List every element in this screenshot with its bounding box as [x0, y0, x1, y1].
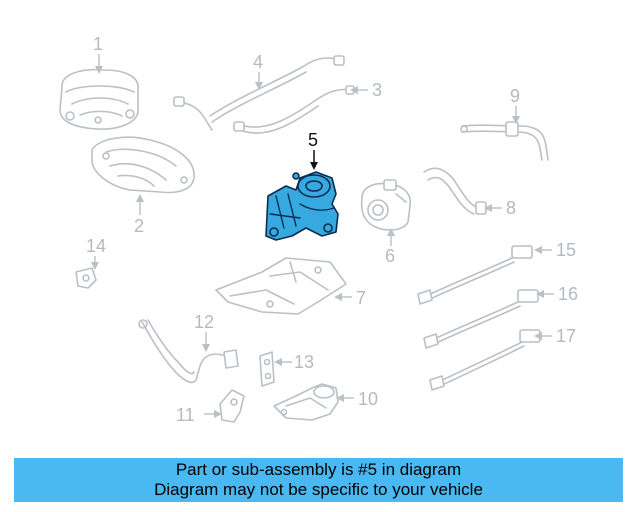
part-15-sensor[interactable]: 15: [417, 240, 576, 305]
part-6-valve[interactable]: 6: [360, 179, 412, 266]
callout-4: 4: [253, 52, 263, 72]
part-9-hose[interactable]: 9: [460, 86, 549, 161]
banner-line-1: Part or sub-assembly is #5 in diagram: [175, 460, 462, 479]
callout-6: 6: [385, 246, 395, 266]
part-3-hose[interactable]: 3: [233, 80, 382, 134]
banner-line-2: Diagram may not be specific to your vehi…: [154, 480, 483, 499]
callout-10: 10: [358, 389, 378, 409]
callout-14: 14: [86, 236, 106, 256]
parts-diagram: 1 2 4 3 9: [59, 34, 578, 425]
callout-13: 13: [294, 352, 314, 372]
part-12-pipe[interactable]: 12: [138, 312, 239, 384]
part-16-sensor[interactable]: 16: [423, 284, 578, 349]
callout-3: 3: [372, 80, 382, 100]
part-14-bracket[interactable]: 14: [75, 236, 106, 289]
part-2-heat-shield[interactable]: 2: [91, 136, 195, 236]
part-4-hose[interactable]: 4: [173, 52, 345, 131]
part-11-bracket[interactable]: 11: [176, 389, 245, 425]
part-7-shield[interactable]: 7: [215, 257, 366, 315]
callout-12: 12: [194, 312, 214, 332]
callout-7: 7: [356, 288, 366, 308]
part-1-cover[interactable]: 1: [59, 34, 139, 130]
part-13-gasket[interactable]: 13: [259, 351, 314, 387]
part-5-highlighted[interactable]: 5: [265, 130, 339, 241]
info-banner: Part or sub-assembly is #5 in diagram Di…: [14, 458, 623, 502]
callout-2: 2: [134, 216, 144, 236]
part-10-valve[interactable]: 10: [273, 383, 378, 421]
callout-16: 16: [558, 284, 578, 304]
callout-1: 1: [93, 34, 103, 54]
callout-17: 17: [556, 326, 576, 346]
part-17-sensor[interactable]: 17: [429, 326, 576, 391]
part-8-hose[interactable]: 8: [423, 167, 516, 218]
callout-5: 5: [308, 130, 318, 150]
callout-15: 15: [556, 240, 576, 260]
callout-9: 9: [510, 86, 520, 106]
callout-11: 11: [176, 405, 195, 425]
callout-8: 8: [506, 198, 516, 218]
